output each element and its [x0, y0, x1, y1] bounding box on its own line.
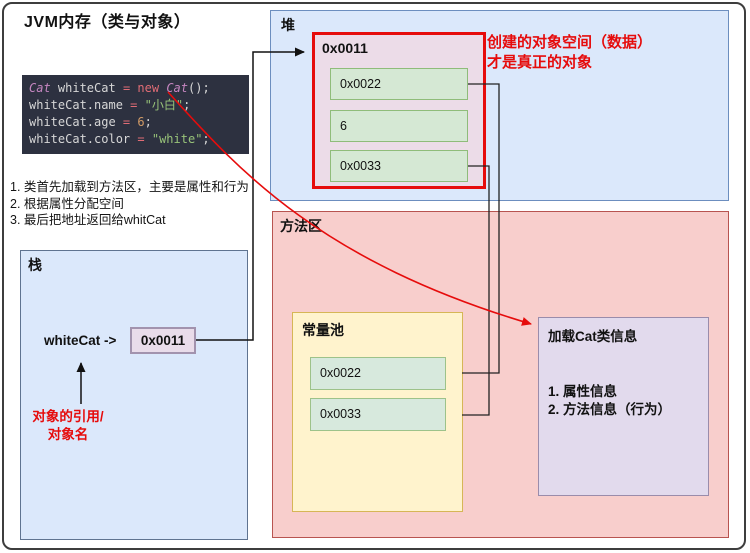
code-line: Cat whiteCat = new Cat(); — [29, 80, 249, 97]
code-token: whiteCat — [50, 81, 123, 95]
class-info-title: 加载Cat类信息 — [548, 329, 638, 344]
heap-field-box: 6 — [330, 110, 468, 142]
class-info-item: 1. 属性信息 — [548, 384, 618, 399]
heap-field-box: 0x0022 — [330, 68, 468, 100]
page-title: JVM内存（类与对象） — [24, 14, 191, 31]
code-token: new — [137, 81, 160, 95]
code-token: ; — [144, 115, 152, 129]
code-token: ; — [202, 132, 210, 146]
stack-annotation-line: 对象名 — [47, 427, 89, 442]
heap-annotation-line: 才是真正的对象 — [487, 54, 593, 71]
code-token — [137, 98, 144, 112]
code-token: whiteCat.age — [29, 115, 123, 129]
heap-annotation: 创建的对象空间（数据） 才是真正的对象 — [487, 33, 652, 73]
class-info-items: 1. 属性信息 2. 方法信息（行为） — [548, 383, 671, 419]
code-token: = — [122, 115, 131, 129]
stack-label: 栈 — [28, 257, 42, 273]
code-line: whiteCat.name = "小白"; — [29, 97, 249, 114]
stack-address-box: 0x0011 — [130, 327, 196, 354]
code-token: = — [130, 98, 138, 112]
constant-pool-label: 常量池 — [302, 322, 344, 338]
code-token: Cat — [166, 81, 189, 95]
code-line: whiteCat.age = 6; — [29, 114, 249, 131]
stack-reference-label: whiteCat -> — [44, 333, 117, 348]
code-token: = — [137, 132, 145, 146]
heap-annotation-line: 创建的对象空间（数据） — [487, 34, 653, 51]
code-token: whiteCat.color — [29, 132, 138, 146]
code-token: "white" — [151, 132, 203, 146]
stack-annotation: 对象的引用/ 对象名 — [18, 408, 118, 444]
code-line: whiteCat.color = "white"; — [29, 131, 249, 148]
class-info-item: 2. 方法信息（行为） — [548, 402, 672, 417]
constant-pool-entry: 0x0022 — [310, 357, 446, 390]
code-token: = — [122, 81, 131, 95]
note-item: 2. 根据属性分配空间 — [10, 196, 124, 211]
class-info-box — [538, 317, 709, 496]
method-area-label: 方法区 — [280, 218, 322, 234]
code-token — [145, 132, 152, 146]
heap-field-box: 0x0033 — [330, 150, 468, 182]
note-item: 1. 类首先加载到方法区，主要是属性和行为 — [10, 180, 249, 194]
heap-object-address: 0x0011 — [322, 40, 368, 56]
heap-label: 堆 — [281, 17, 295, 33]
note-item: 3. 最后把地址返回给whitCat — [10, 213, 166, 227]
constant-pool-entry: 0x0033 — [310, 398, 446, 431]
code-block: Cat whiteCat = new Cat(); whiteCat.name … — [22, 75, 249, 154]
stack-region — [20, 250, 248, 540]
notes-list: 1. 类首先加载到方法区，主要是属性和行为 2. 根据属性分配空间 3. 最后把… — [10, 179, 249, 229]
stack-annotation-line: 对象的引用/ — [32, 409, 104, 424]
code-token: 6 — [137, 115, 145, 129]
code-token: ; — [183, 98, 191, 112]
code-token: "小白" — [144, 98, 184, 112]
code-token: Cat — [29, 81, 51, 95]
code-token: (); — [188, 81, 210, 95]
code-token: whiteCat.name — [29, 98, 131, 112]
